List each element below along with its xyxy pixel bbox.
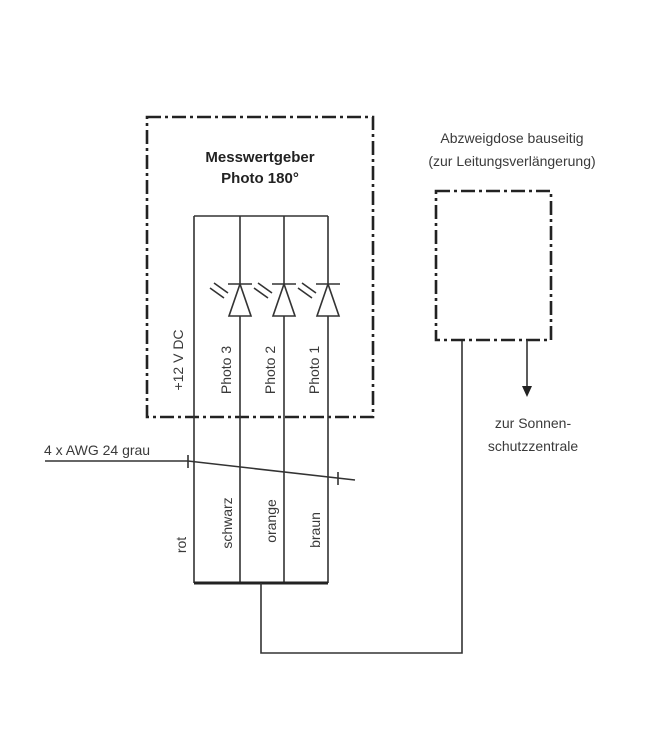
wire-color-braun: braun [307, 512, 323, 548]
terminal-photo-3: Photo 3 [218, 346, 234, 394]
junction-box [434, 189, 553, 342]
terminal-12v: +12 V DC [170, 329, 186, 390]
destination-line-2: schutzzentrale [488, 438, 578, 454]
junction-box-subtitle: (zur Leitungsverlängerung) [428, 153, 595, 169]
destination-line-1: zur Sonnen- [495, 415, 572, 431]
cable-label: 4 x AWG 24 grau [44, 442, 150, 458]
sensor-subtitle: Photo 180° [221, 170, 299, 187]
wire-color-schwarz: schwarz [219, 497, 235, 548]
photodiode-icon [297, 281, 341, 317]
photodiode-icon [253, 281, 297, 317]
wires [193, 215, 463, 654]
junction-box-title: Abzweigdose bauseitig [440, 130, 583, 146]
terminal-photo-1: Photo 1 [306, 346, 322, 394]
photodiodes [209, 281, 341, 317]
photodiode-icon [209, 281, 253, 317]
cable-marker [45, 455, 356, 485]
terminal-photo-2: Photo 2 [262, 346, 278, 394]
sensor-box [145, 115, 375, 419]
wire-color-orange: orange [263, 499, 279, 543]
arrow-down-icon [522, 340, 532, 397]
wire-color-rot: rot [173, 537, 189, 553]
sensor-title: Messwertgeber [205, 149, 314, 166]
